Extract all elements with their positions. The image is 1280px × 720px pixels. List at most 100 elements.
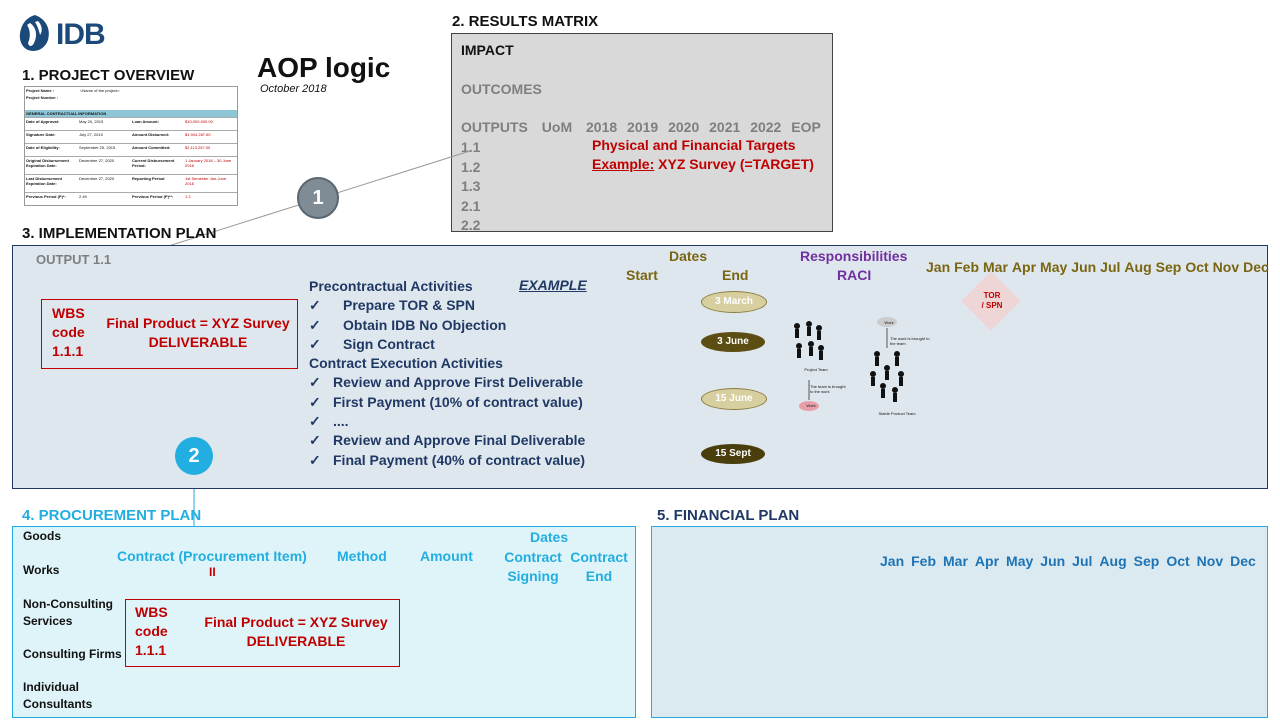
table-row: Original Disbursement Expiration Date:De… [25,156,237,174]
step-2-badge: 2 [175,437,213,475]
procurement-plan-box: Goods Works Non-Consulting Services Cons… [12,526,636,718]
date-pill: 3 June [701,332,765,352]
eop-col: EOP [791,119,821,135]
table-cell: 1.2 [185,194,191,199]
date-pill: 15 Sept [701,444,765,464]
example-target: Example: XYZ Survey (=TARGET) [592,156,814,172]
output-id: 1.1 [461,139,481,155]
wbs-code: WBS code 1.1.1 [135,603,168,660]
activity-text: Review and Approve First Deliverable [333,374,584,391]
output-label: OUTPUT 1.1 [36,252,112,267]
table-cell: $1,904,287.60 [185,132,211,137]
month-label: Nov [1212,259,1240,275]
table-cell: Project Number : [26,95,59,100]
work-caption: Work [884,320,894,325]
milestone-line: / SPN [981,301,1003,310]
work-caption: Work [806,403,816,408]
table-cell: Previous Period (P)*: [26,194,66,199]
dates-col-header: Dates [530,529,569,545]
wbs-code: WBS code 1.1.1 [52,304,85,361]
activity-item: ✓First Payment (10% of contract value) [309,393,585,412]
table-cell: $2,113,257.00 [185,145,211,150]
wbs-code-line: code [52,324,85,340]
activity-item: ✓Prepare TOR & SPN [309,296,585,315]
table-section-header: GENERAL CONTRACTUAL INFORMATION [25,110,237,117]
activity-text: Sign Contract [343,335,435,352]
project-team-caption: Project Team [804,367,828,372]
idb-logo-icon [19,15,49,51]
year-col: 2020 [668,119,700,135]
category-goods: Goods [23,529,61,543]
milestone-line: TOR [983,291,1001,300]
month-label: Nov [1196,553,1224,569]
year-col: 2022 [750,119,782,135]
activity-item: ✓ Review and Approve First Deliverable [309,373,585,392]
year-col: 2019 [627,119,659,135]
table-cell: Reporting Period [132,176,165,181]
month-label: Apr [974,553,1000,569]
table-cell: December 27, 2020 [79,176,115,181]
activity-text: Final Payment (40% of contract value) [333,451,586,468]
method-col-header: Method [337,548,387,564]
month-label: Feb [954,259,980,275]
wbs-code-line: 1.1.1 [52,343,84,359]
final-product-label: Final Product = XYZ Survey [204,614,388,630]
stable-team-caption: Stable Product Team [878,411,916,416]
implementation-plan-title: 3. IMPLEMENTATION PLAN [22,225,217,242]
work-blob [799,401,819,411]
month-label: Jan [880,553,905,569]
month-label: Sep [1133,553,1160,569]
wbs-code-line: WBS [52,305,85,321]
month-label: Sep [1155,259,1182,275]
month-label: Mar [983,259,1008,275]
activity-item: ✓Final Payment (40% of contract value) [309,451,585,470]
table-cell: Original Disbursement Expiration Date: [26,158,69,168]
activity-item: ✓Obtain IDB No Objection [309,316,585,335]
table-cell: Project Name : [26,88,55,93]
output-id: 1.3 [461,178,481,194]
activity-text: First Payment (10% of contract value) [333,393,583,410]
activity-list: Precontractual Activities ✓Prepare TOR &… [309,277,585,470]
procurement-plan-title: 4. PROCUREMENT PLAN [22,507,202,524]
table-cell: Amount Disbursed: [132,132,170,137]
check-icon: ✓ [309,316,321,333]
project-overview-table: Project Name : <Name of the project> Pro… [24,86,238,206]
deliverable-label: DELIVERABLE [148,334,248,350]
activity-text: Review and Approve Final Deliverable [333,432,586,449]
table-cell: 2.49 [79,194,87,199]
uom-col: UoM [541,119,573,135]
table-cell: Signature Date: [26,132,56,137]
start-label: Start [626,267,658,283]
check-icon: ✓ [309,374,321,391]
activity-text: .... [333,413,349,430]
table-cell: Loan Amount: [132,119,159,124]
month-label: Aug [1124,259,1152,275]
wbs-deliverable-box: WBS code 1.1.1 Final Product = XYZ Surve… [41,299,298,369]
wbs-deliverable-box: WBS code 1.1.1 Final Product = XYZ Surve… [125,599,400,667]
table-cell: Amount Committed: [132,145,171,150]
signing-col-header: Contract Signing [504,549,562,584]
month-label: Apr [1011,259,1037,275]
month-label: Aug [1099,553,1127,569]
responsibilities-label: Responsibilities [800,248,908,264]
category-non-consulting: Non-Consulting Services [23,597,113,628]
milestone-label: TOR / SPN [975,291,1009,311]
table-cell: Date of Approval: [26,119,60,124]
contract-col-header: Contract (Procurement Item) [117,548,307,564]
table-row: Last Disbursement Expiration Date:Decemb… [25,174,237,192]
month-label: Oct [1185,259,1209,275]
check-icon: ✓ [309,297,321,314]
financial-plan-title: 5. FINANCIAL PLAN [657,507,800,524]
output-id: 1.2 [461,158,481,175]
results-matrix-box: IMPACT OUTCOMES OUTPUTS UoM 2018 2019 20… [451,33,833,233]
impact-label: IMPACT [461,42,514,58]
table-row: Project Number : [25,94,237,101]
person-icons [794,321,904,402]
table-cell: September 25, 2015 [79,145,116,150]
targets-label: Physical and Financial Targets [592,137,796,153]
month-label: May [1040,259,1068,275]
